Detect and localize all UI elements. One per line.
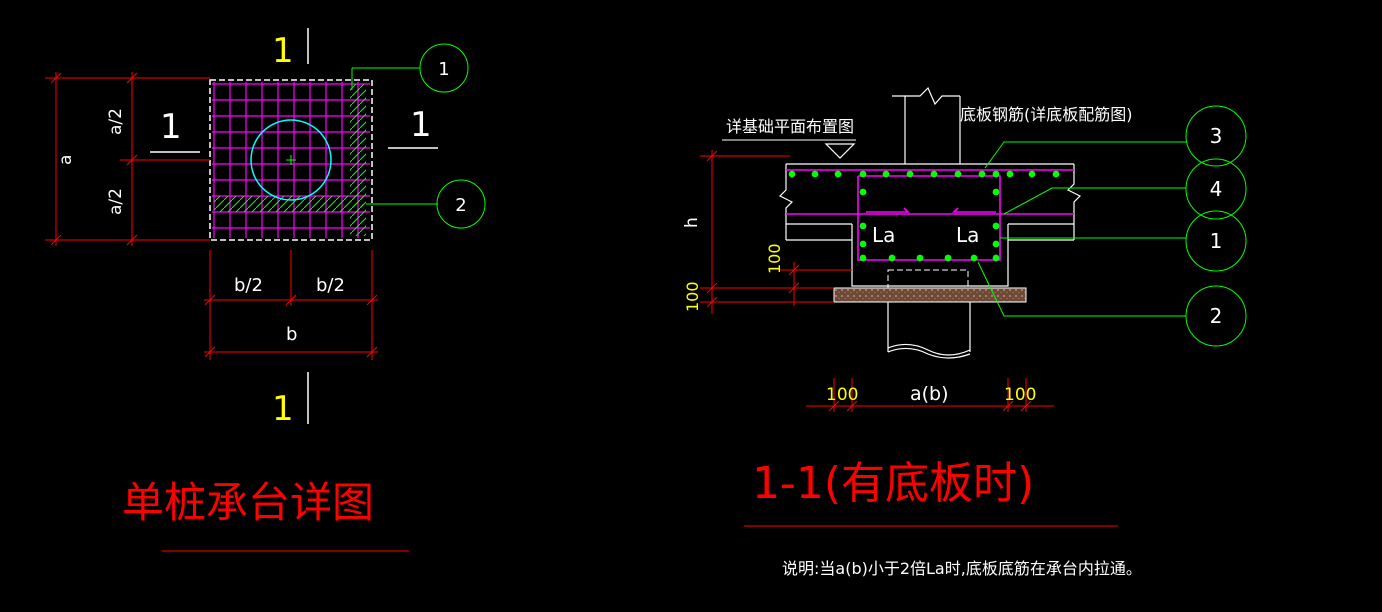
gravel-cushion-texture: [833, 287, 1027, 303]
pile-center-mark: [286, 155, 296, 165]
section-mark-left: 1: [160, 107, 182, 147]
section-rebar: [786, 169, 1074, 261]
pile-head-outline: [887, 269, 969, 291]
section-mark-bottom: 1: [272, 389, 294, 429]
pile-body: [887, 302, 971, 359]
pile-cap-plan-detail: 1 1 1 1 a a/2 a/2: [45, 28, 486, 552]
dim-b-half-left-label: b/2: [234, 275, 263, 296]
pile-circle: [250, 119, 332, 201]
vertical-dimension-lines: [45, 72, 210, 246]
section-mark-right: 1: [410, 105, 432, 145]
dim-b-label: b: [286, 324, 297, 345]
section-mark-top: 1: [272, 31, 294, 71]
callout-leaders-left: [351, 43, 486, 229]
callout-2-left: 2: [455, 195, 466, 216]
h-dimension-lines: [700, 150, 852, 314]
left-detail-title: 单桩承台详图: [122, 478, 374, 527]
column-outline: [892, 86, 961, 164]
rebar-dots: [788, 170, 1060, 262]
ab-dimension-lines: [806, 378, 1054, 412]
slab-rebar-label: 底板钢筋(详底板配筋图): [960, 105, 1133, 124]
hatched-strip-horizontal: [214, 196, 364, 212]
slab-outline: [778, 163, 1082, 287]
section-cut-lines: [150, 28, 438, 424]
dim-100-bottom-label: 100: [683, 281, 702, 312]
dim-100-left-label: 100: [826, 385, 858, 405]
callout-leaders-right: [977, 105, 1247, 347]
dim-100-cover-label: 100: [765, 243, 784, 274]
section-note: 说明:当a(b)小于2倍La时,底板底筋在承台内拉通。: [782, 559, 1142, 578]
dim-b-half-right-label: b/2: [316, 275, 345, 296]
anchorage-label-left: La: [872, 223, 895, 247]
dim-ab-label: a(b): [910, 383, 949, 405]
anchorage-label-right: La: [956, 223, 979, 247]
callout-3: 3: [1210, 124, 1223, 148]
ground-level-marker: [824, 143, 856, 159]
dim-100-right-label: 100: [1004, 385, 1036, 405]
callout-2-right: 2: [1210, 304, 1223, 328]
dim-a-half-upper-label: a/2: [106, 108, 126, 135]
section-title: 1-1(有底板时): [752, 458, 1034, 509]
dim-h-label: h: [682, 217, 702, 228]
section-1-1-detail: La La h 100 100: [682, 86, 1247, 578]
horizontal-dimension-lines: [204, 250, 378, 360]
callout-1-left: 1: [438, 59, 449, 80]
callout-4: 4: [1210, 177, 1223, 201]
hatched-strip-vertical: [350, 84, 366, 236]
plan-ref-label: 详基础平面布置图: [726, 117, 854, 136]
dim-a-label: a: [56, 155, 76, 165]
dim-a-half-lower-label: a/2: [106, 188, 126, 215]
callout-1-right: 1: [1210, 229, 1223, 253]
